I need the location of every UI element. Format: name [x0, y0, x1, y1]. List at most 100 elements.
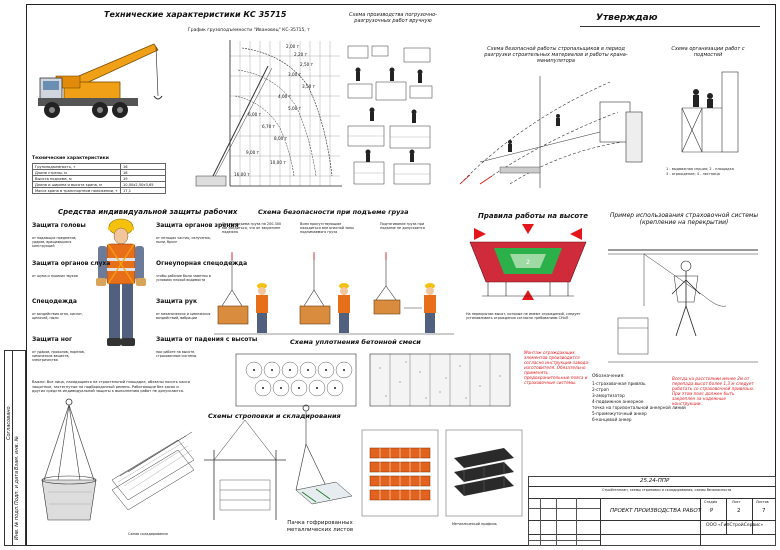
ppe-item-desc: от шума и громких звуков: [32, 274, 78, 278]
stage-value: Р: [710, 508, 714, 514]
harness-legend-item: 4-подвижное анкерное: [592, 399, 644, 404]
capacity-label: 9,00 т: [246, 150, 260, 155]
safety-lifting-title: Схема безопасности при подъеме груза: [258, 208, 409, 216]
slinging-title: Схемы строповки и складирования: [208, 412, 341, 420]
specs-table-title: Технические характеристики: [32, 156, 109, 161]
ppe-item-desc: от падающих предметов, ударов, вращающих…: [32, 236, 77, 248]
doc-code: 25.24-ППР: [640, 478, 670, 484]
slinging-frame-scheme: [204, 419, 286, 520]
harness-legend-item: 2-строп: [592, 387, 609, 392]
sheets-label: Листов: [756, 500, 769, 504]
ppe-item-desc: чтобы рабочие были заметны в условиях пл…: [156, 274, 211, 282]
ppe-item-desc: от ударов, проколов, порезов, химических…: [32, 350, 85, 362]
stage-label: Стадия: [704, 500, 718, 504]
manual-loading-title: Схема производства погрузочно-разгрузочн…: [349, 12, 437, 24]
svg-text:3 - ограждение; 4 - лестница: 3 - ограждение; 4 - лестница: [666, 172, 720, 176]
vertical-label-replace: Взам. инв. №: [14, 436, 20, 470]
binding-strip: [4, 350, 26, 546]
vertical-label-sign: Подп. и дата: [14, 470, 20, 505]
safe-slinging-title: Схема безопасной работы стропальщиков в …: [484, 46, 628, 64]
capacity-chart-title: График грузоподъемности "Ивановец" КС-35…: [188, 28, 310, 33]
harness-legend-item: 5-промежуточный анкер: [592, 411, 647, 416]
slinging-label-storage: Схема складирования: [128, 532, 168, 536]
spec-value: 17,1: [120, 187, 166, 194]
spec-name: Масса крана в транспортном положении, т: [32, 187, 121, 194]
ppe-item-label: Защита от падения с высоты: [156, 336, 258, 343]
slinging-label-sheets: Пачка гофрированных металлических листов: [286, 520, 354, 533]
vertical-label-agreed: Согласовано: [6, 406, 12, 440]
svg-text:2: 2: [526, 259, 530, 266]
capacity-chart: 2,00 т 2,20 т 2,50 т 3,00 т 3,50 т 4,00 т 5,00…: [195, 40, 342, 187]
ppe-worker-figure: [96, 218, 146, 346]
ppe-item-label: Защита органов слуха: [32, 260, 111, 267]
concrete-title: Схема уплотнения бетонной смеси: [290, 338, 421, 346]
capacity-label: 6,00 т: [248, 112, 262, 117]
title-block: [528, 476, 776, 546]
capacity-label: 6,70 т: [262, 124, 276, 129]
capacity-label: 2,20 т: [294, 52, 308, 57]
ppe-item-desc: от механических и химических воздействий…: [156, 312, 211, 320]
metal-profile-image: [445, 429, 523, 517]
lifting-note-2: Всем присутствующим находиться вне опасн…: [300, 222, 354, 234]
harness-title: Пример использования страховочной систем…: [609, 212, 759, 226]
crane-specs-title: Технические характеристики КС 35715: [104, 10, 287, 19]
capacity-label: 3,50 т: [302, 84, 316, 89]
ppe-item-label: Защита головы: [32, 222, 86, 229]
lifting-note-1: После подъема груза на 200-300 мм убедит…: [222, 222, 282, 234]
scaffold-org-title: Схема организации работ с подмостей: [671, 46, 745, 58]
slinging-sheets-scheme: [295, 404, 353, 505]
harness-scheme: [608, 249, 758, 363]
capacity-label: 5,00 т: [288, 106, 302, 111]
ppe-item-label: Спецодежда: [32, 298, 77, 305]
crane-truck-image: [38, 43, 163, 118]
height-rules-title: Правила работы на высоте: [478, 212, 588, 220]
vertical-label-inv: Инв. № подл.: [14, 505, 20, 541]
concrete-scheme: [235, 353, 511, 407]
ppe-item-desc: при работе на высоте, страховочные систе…: [156, 350, 197, 358]
capacity-label: 4,00 т: [278, 94, 292, 99]
sheet-label: Лист: [732, 500, 741, 504]
slinging-stack-scheme: [111, 431, 195, 511]
capacity-label: 2,00 т: [286, 44, 300, 49]
ppe-item-desc: от летящих частиц, излучения, пыли, брыз…: [156, 236, 211, 244]
stacked-profiles-image: [361, 429, 439, 517]
harness-legend-item: 1-страховочная привязь: [592, 381, 646, 386]
harness-legend-item: точка на горизонтальной анкерной линии: [592, 405, 686, 410]
ppe-item-label: Защита органов зрения: [156, 222, 239, 229]
sheets-value: 7: [762, 508, 766, 514]
scaffold-org-scheme: 1 - выдвижная секция; 2 - площадка 3 - о…: [666, 71, 739, 176]
harness-legend-item: 6-концевой анкер: [592, 417, 632, 422]
harness-legend-title: Обозначения:: [592, 374, 625, 379]
project-title: ПРОЕКТ ПРОИЗВОДСТВА РАБОТ: [610, 508, 702, 514]
ppe-item-label: Защита рук: [156, 298, 198, 305]
safe-slinging-scheme: [459, 76, 643, 188]
ppe-item-desc: от воздействия огня, кислот, щелочей, пы…: [32, 312, 84, 320]
company-name: ООО «ГипСтройСервис»: [706, 523, 764, 528]
height-rules-scheme: 2: [469, 224, 587, 300]
capacity-label: 2,50 т: [300, 62, 314, 67]
capacity-label: 8,00 т: [274, 136, 288, 141]
slinging-label-profile: Металлический профиль: [452, 522, 497, 526]
manual-loading-scheme: [347, 45, 433, 185]
capacity-label: 10,00 т: [270, 160, 286, 165]
approve-stamp: Утверждаю: [596, 13, 658, 23]
sheet-value: 2: [737, 508, 741, 514]
lifting-note-3: Подтягивание груза при подъеме не допуск…: [380, 222, 425, 230]
ppe-title: Средства индивидуальной защиты рабочих: [58, 208, 238, 216]
sheet-frame: [26, 4, 776, 546]
drawing-description: Стройгенплан, схемы строповки и складиро…: [602, 488, 732, 492]
slinging-bag-scheme: [41, 398, 97, 521]
safety-lifting-scheme: [214, 252, 454, 335]
ppe-note: Важно: Все лица, находящиеся на строител…: [32, 380, 190, 394]
ppe-item-label: Огнеупорная спецодежда: [156, 260, 248, 267]
height-rules-note: На перекрытии высот, которые не имеют ог…: [466, 312, 581, 320]
capacity-label: 3,00 т: [288, 72, 302, 77]
height-red-note: Монтаж ограждающих элементов производитс…: [524, 350, 590, 385]
harness-red-note: Всегда на расстоянии менее 2м от перепад…: [672, 376, 755, 406]
capacity-label: 16,00 т: [234, 172, 250, 177]
ppe-item-label: Защита ног: [32, 336, 73, 343]
harness-legend-item: 3-амортизатор: [592, 393, 625, 398]
